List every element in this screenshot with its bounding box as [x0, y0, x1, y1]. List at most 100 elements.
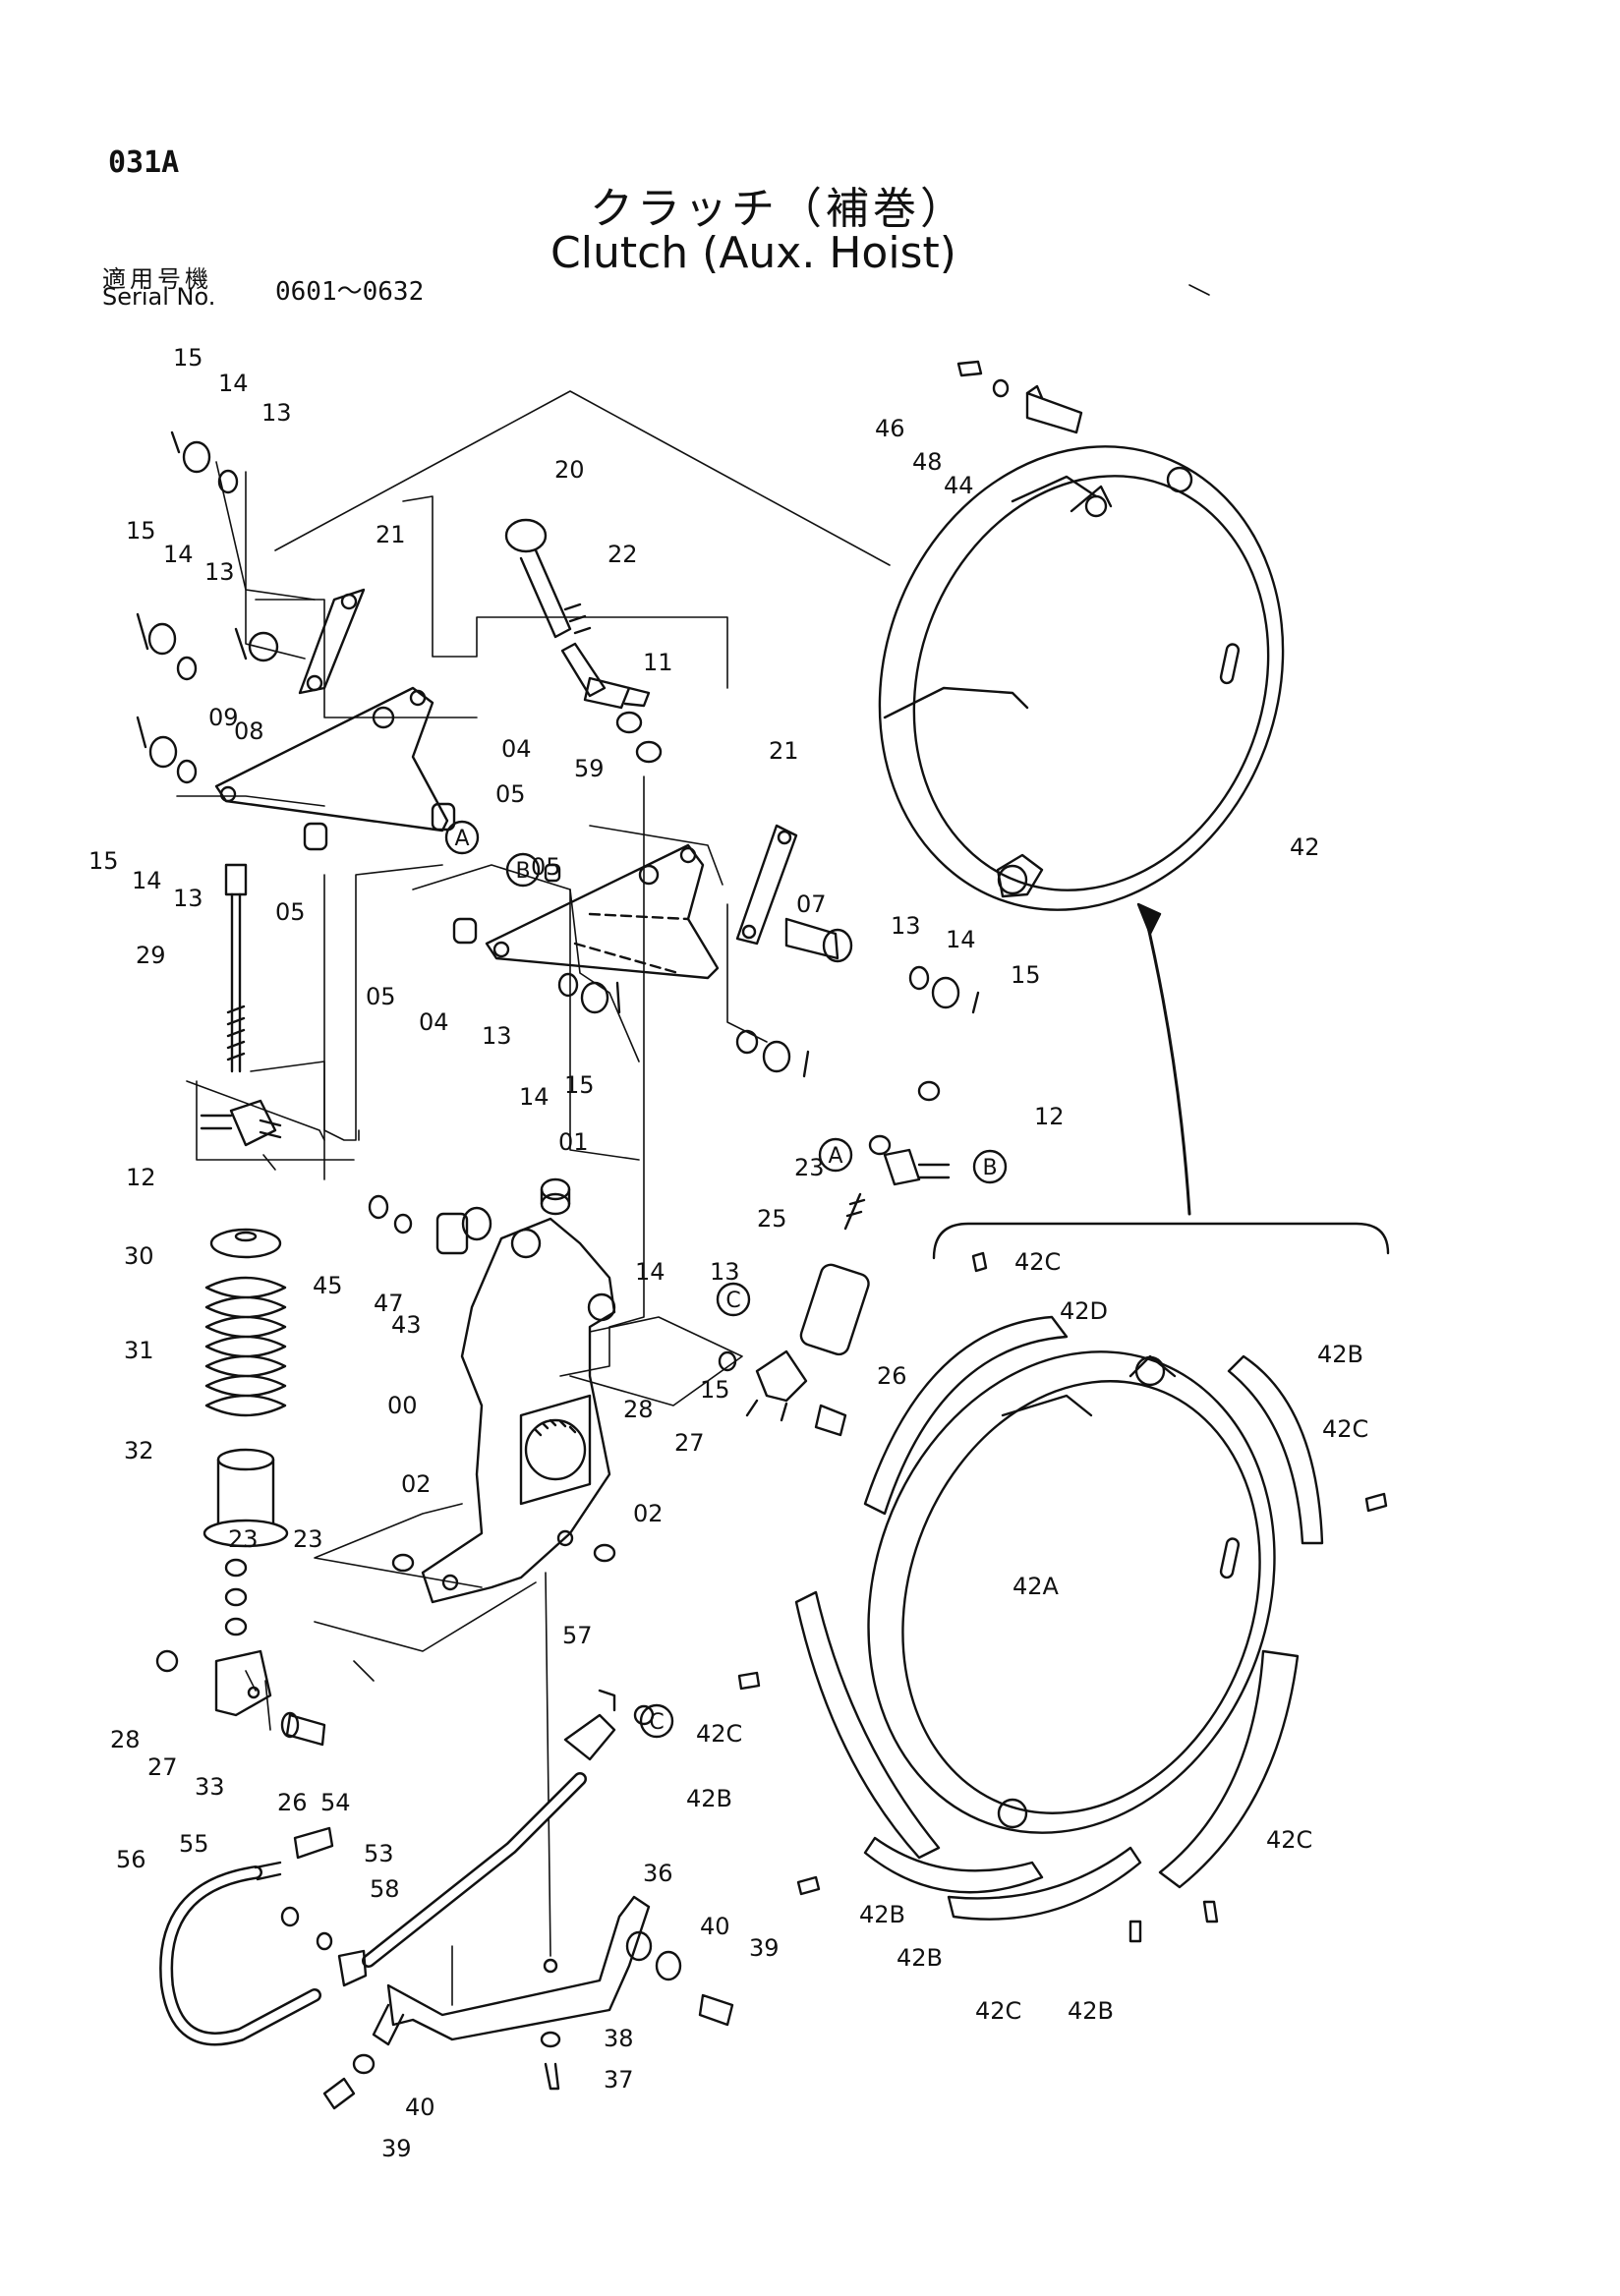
part-label: 13 — [891, 912, 921, 940]
callout-circle — [972, 1149, 1008, 1184]
part-label: 13 — [482, 1022, 512, 1050]
part-label: 28 — [110, 1726, 141, 1753]
callout-marker: B — [505, 852, 541, 888]
part-label: 33 — [195, 1773, 225, 1801]
page-code: 031A — [108, 145, 180, 180]
part-label: 42C — [696, 1720, 742, 1748]
part-label: 26 — [277, 1789, 308, 1816]
part-label: 02 — [401, 1470, 432, 1498]
part-label: 44 — [944, 472, 974, 499]
callout-circle — [818, 1137, 853, 1173]
part-label: 54 — [320, 1789, 351, 1816]
part-label: 14 — [132, 867, 162, 894]
part-label: 57 — [562, 1622, 593, 1649]
part-label: 00 — [387, 1392, 418, 1419]
part-label: 25 — [757, 1205, 787, 1233]
part-label: 42A — [1012, 1573, 1060, 1600]
part-label: 21 — [769, 737, 799, 765]
part-label: 30 — [124, 1242, 154, 1270]
long-bolt-29 — [224, 863, 248, 1073]
part-label: 01 — [558, 1128, 589, 1156]
part-label: 08 — [234, 718, 264, 745]
lining-42B-bottom — [863, 1836, 1142, 1921]
assembly-guide-lines — [176, 284, 1210, 2006]
part-label: 15 — [700, 1376, 730, 1404]
part-label: 14 — [519, 1083, 550, 1111]
part-label: 13 — [710, 1258, 740, 1286]
part-label: 27 — [147, 1753, 178, 1781]
bushing-01 — [540, 1177, 571, 1216]
part-label: 15 — [126, 517, 156, 545]
cylinder-25 — [718, 1192, 870, 1437]
part-label: 42C — [1322, 1415, 1368, 1443]
part-label: 36 — [643, 1860, 673, 1887]
clevis-pin-07 — [784, 917, 853, 963]
rod-end-assembly — [504, 518, 663, 764]
part-label: 39 — [381, 2135, 412, 2162]
callout-marker: A — [818, 1137, 853, 1173]
part-label: 09 — [208, 704, 239, 731]
part-label: 40 — [405, 2094, 435, 2121]
part-label: 05 — [366, 983, 396, 1010]
left-hardware — [136, 430, 279, 784]
part-label: 58 — [370, 1875, 400, 1903]
part-label: 43 — [391, 1311, 422, 1339]
part-label: 39 — [749, 1934, 780, 1962]
part-label: 28 — [623, 1396, 654, 1423]
callout-marker: B — [972, 1149, 1008, 1184]
part-label: 42B — [686, 1785, 732, 1812]
link-plate-21-left — [298, 588, 366, 695]
part-label: 42C — [1266, 1826, 1312, 1854]
part-label: 20 — [554, 456, 585, 484]
callout-circle — [716, 1282, 751, 1317]
hydraulic-hose-56 — [159, 1689, 655, 2046]
lining-42B-upper-right — [1227, 1354, 1324, 1545]
title-english: Clutch (Aux. Hoist) — [550, 228, 956, 278]
callout-letter: B — [515, 859, 530, 884]
part-label: 42B — [1317, 1341, 1363, 1368]
pedal-fasteners — [322, 1950, 734, 2110]
pedal-36 — [372, 1895, 653, 2046]
callout-circle — [505, 852, 541, 888]
callout-circle — [444, 820, 480, 855]
title-japanese: クラッチ（補巻） — [590, 184, 967, 234]
part-label: 42C — [975, 1997, 1021, 2025]
brake-band-42 — [878, 445, 1285, 911]
part-label: 32 — [124, 1437, 154, 1464]
serial-label-english: Serial No. — [102, 283, 216, 311]
callout-marker: A — [444, 820, 480, 855]
part-label: 13 — [173, 885, 203, 912]
part-label: 15 — [173, 344, 203, 372]
part-label: 12 — [126, 1164, 156, 1191]
part-label: 13 — [261, 399, 292, 427]
part-label: 14 — [163, 541, 194, 568]
main-lever-00 — [421, 1217, 616, 1604]
part-label: 21 — [376, 521, 406, 548]
part-label: 23 — [228, 1525, 259, 1553]
clevis-33 — [155, 1649, 326, 1747]
detail-frame — [932, 1222, 1390, 1260]
lever-plate-04-upper — [214, 686, 456, 832]
lining-42B-left — [794, 1590, 941, 1860]
part-label: 29 — [136, 942, 166, 969]
part-label: 53 — [364, 1840, 394, 1867]
part-label: 27 — [674, 1429, 705, 1457]
tee-fitting-12-right — [868, 1080, 951, 1186]
callout-letter: C — [649, 1710, 664, 1735]
part-label: 42C — [1014, 1248, 1061, 1276]
band-pin-hardware — [956, 360, 1083, 434]
part-label: 04 — [419, 1008, 449, 1036]
part-label: 14 — [635, 1258, 665, 1286]
part-label: 59 — [574, 755, 605, 782]
part-label: 05 — [495, 780, 526, 808]
part-label: 48 — [912, 448, 943, 476]
lining-42D — [863, 1315, 1069, 1516]
part-label: 55 — [179, 1830, 209, 1858]
part-label: 46 — [875, 415, 905, 442]
part-label: 14 — [946, 926, 976, 953]
callout-marker: C — [639, 1703, 674, 1739]
part-label: 11 — [643, 649, 673, 676]
part-label: 45 — [313, 1272, 343, 1299]
